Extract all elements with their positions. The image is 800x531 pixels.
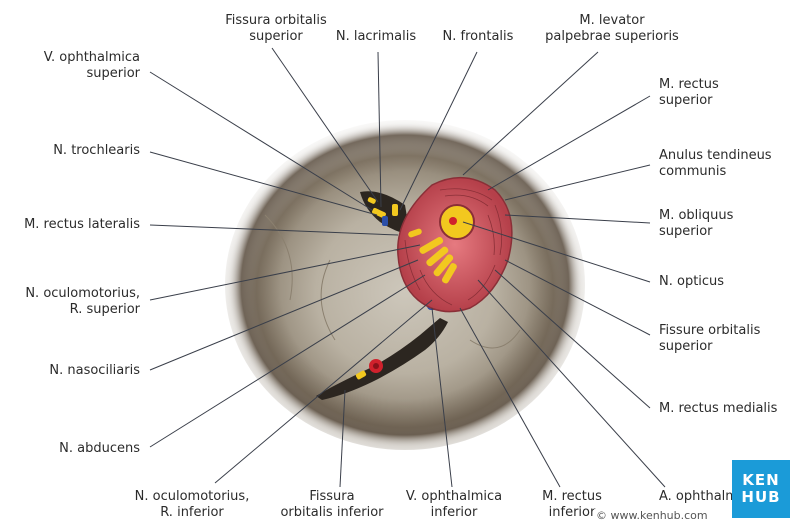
label-n-trochlearis: N. trochlearis xyxy=(53,143,140,158)
label-a-ophthalmica: A. ophthalm xyxy=(659,489,738,504)
anulus-tendineus xyxy=(397,176,513,313)
label-anulus-tendineus-communis: Anulus tendineus communis xyxy=(659,148,772,179)
label-v-ophthalmica-superior: V. ophthalmica superior xyxy=(43,50,140,81)
label-fissure-orbitalis-superior: Fissure orbitalis superior xyxy=(659,323,761,354)
kenhub-logo[interactable]: KEN HUB xyxy=(732,460,790,518)
logo-line-2: HUB xyxy=(741,488,781,506)
label-n-frontalis: N. frontalis xyxy=(442,29,514,44)
label-m-rectus-medialis: M. rectus medialis xyxy=(659,401,778,416)
label-n-oculomotorius-r-superior: N. oculomotorius, R. superior xyxy=(25,286,140,317)
label-m-rectus-lateralis: M. rectus lateralis xyxy=(24,217,140,232)
label-n-lacrimalis: N. lacrimalis xyxy=(335,29,417,44)
label-n-opticus: N. opticus xyxy=(659,274,725,289)
vessels-fissure xyxy=(355,197,441,380)
logo-line-1: KEN xyxy=(742,471,780,489)
label-n-oculomotorius-r-inferior: N. oculomotorius, R. inferior xyxy=(134,489,250,520)
label-fissura-orbitalis-inferior: Fissura orbitalis inferior xyxy=(280,489,384,520)
label-v-ophthalmica-inferior: V. ophthalmica inferior xyxy=(405,489,503,520)
label-n-nasociliaris: N. nasociliaris xyxy=(49,363,140,378)
label-m-rectus-superior: M. rectus superior xyxy=(659,77,719,108)
leader-lines xyxy=(149,47,666,488)
copyright-credit: © www.kenhub.com xyxy=(594,509,710,522)
label-m-levator-palpebrae-superioris: M. levator palpebrae superioris xyxy=(545,13,679,44)
label-m-rectus-inferior: M. rectus inferior xyxy=(542,489,602,520)
label-m-obliquus-superior: M. obliquus superior xyxy=(659,208,734,239)
inferior-orbital-fissure xyxy=(316,318,448,400)
label-fissura-orbitalis-superior: Fissura orbitalis superior xyxy=(225,13,327,44)
label-n-abducens: N. abducens xyxy=(59,441,140,456)
